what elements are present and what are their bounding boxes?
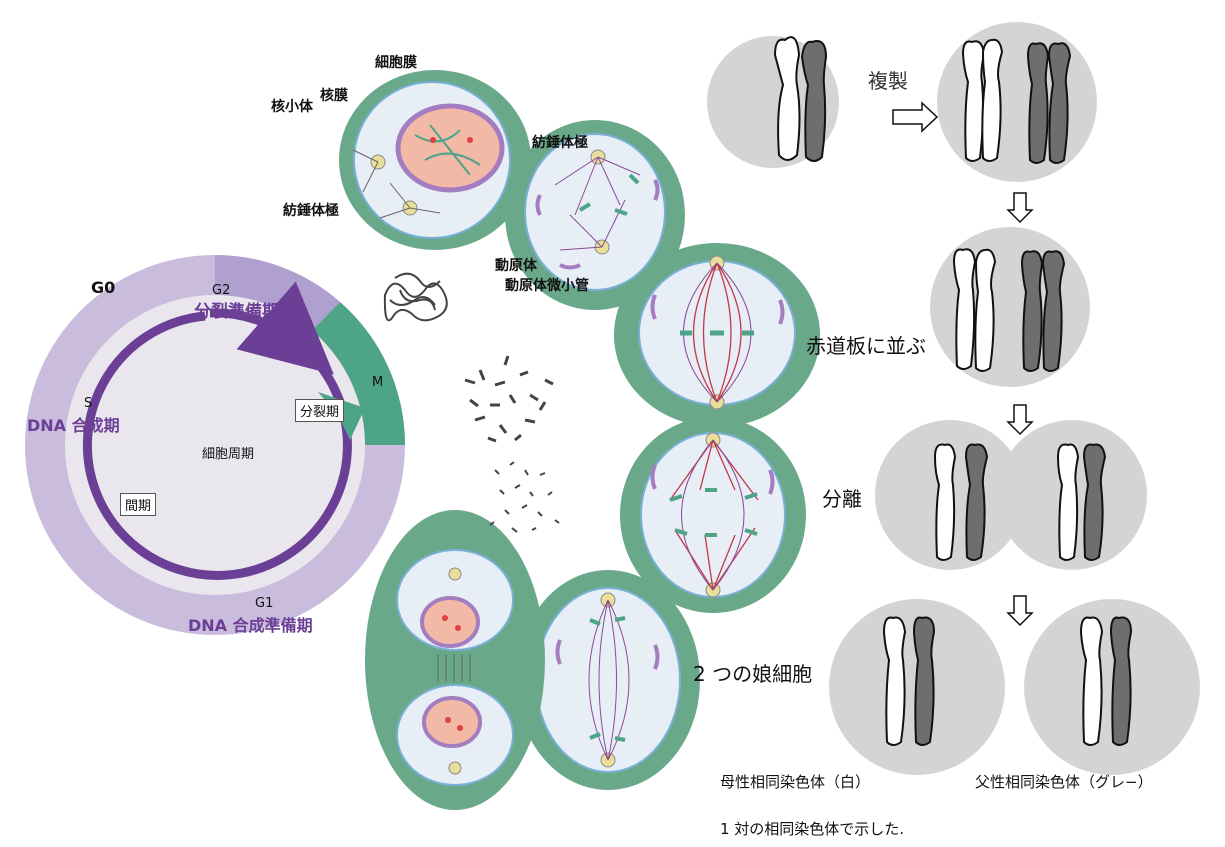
g0-label: G0 [91, 278, 115, 297]
chromatin-tangle [385, 274, 447, 321]
chromatin-clusters [385, 274, 559, 532]
paternal-legend: 父性相同染色体（グレ−） [975, 771, 1153, 792]
cell-metaphase [614, 243, 820, 427]
gray-cell-3 [930, 227, 1090, 387]
cell-cytokinesis [365, 510, 545, 810]
arrow-down-icon [1008, 193, 1032, 222]
nucleolus-label: 核小体 [271, 96, 313, 116]
kinetochore-label: 動原体 [495, 255, 537, 275]
nuclear-envelope-label: 核膜 [320, 85, 348, 105]
condensed-chromosomes [465, 356, 553, 441]
arrow-down-icon [1008, 596, 1032, 625]
spindle-pole-label-2: 紡錘体極 [532, 132, 588, 152]
metaphase-chromosomes [490, 462, 559, 532]
maternal-legend: 母性相同染色体（白） [720, 771, 870, 792]
cell-membrane-label: 細胞膜 [375, 52, 417, 72]
g2-label: G2 [212, 283, 230, 298]
separate-label: 分離 [822, 483, 862, 512]
g1-label: G1 [255, 596, 273, 611]
gray-cell-2 [937, 22, 1097, 182]
figure-note: 1 対の相同染色体で示した. [720, 818, 904, 839]
interphase-box: 間期 [120, 493, 156, 516]
s-label: S [84, 396, 92, 411]
arrow-right-icon [893, 103, 937, 131]
m-name-box: 分裂期 [295, 399, 344, 422]
daughters-label: 2 つの娘細胞 [693, 658, 812, 687]
paternal-chromosome [802, 41, 826, 161]
align-label: 赤道板に並ぶ [806, 330, 926, 359]
g2-name: 分裂準備期 [194, 297, 279, 322]
kinetochore-mt-label: 動原体微小管 [505, 275, 589, 295]
arrow-down-icon [1008, 405, 1032, 434]
replicate-label: 複製 [868, 65, 908, 94]
m-label: M [372, 375, 383, 390]
cycle-center-label: 細胞周期 [202, 443, 254, 462]
s-name: DNA 合成期 [27, 412, 120, 436]
g1-name: DNA 合成準備期 [188, 612, 313, 636]
spindle-pole-label-1: 紡錘体極 [283, 200, 339, 220]
cell-prophase [339, 70, 531, 250]
